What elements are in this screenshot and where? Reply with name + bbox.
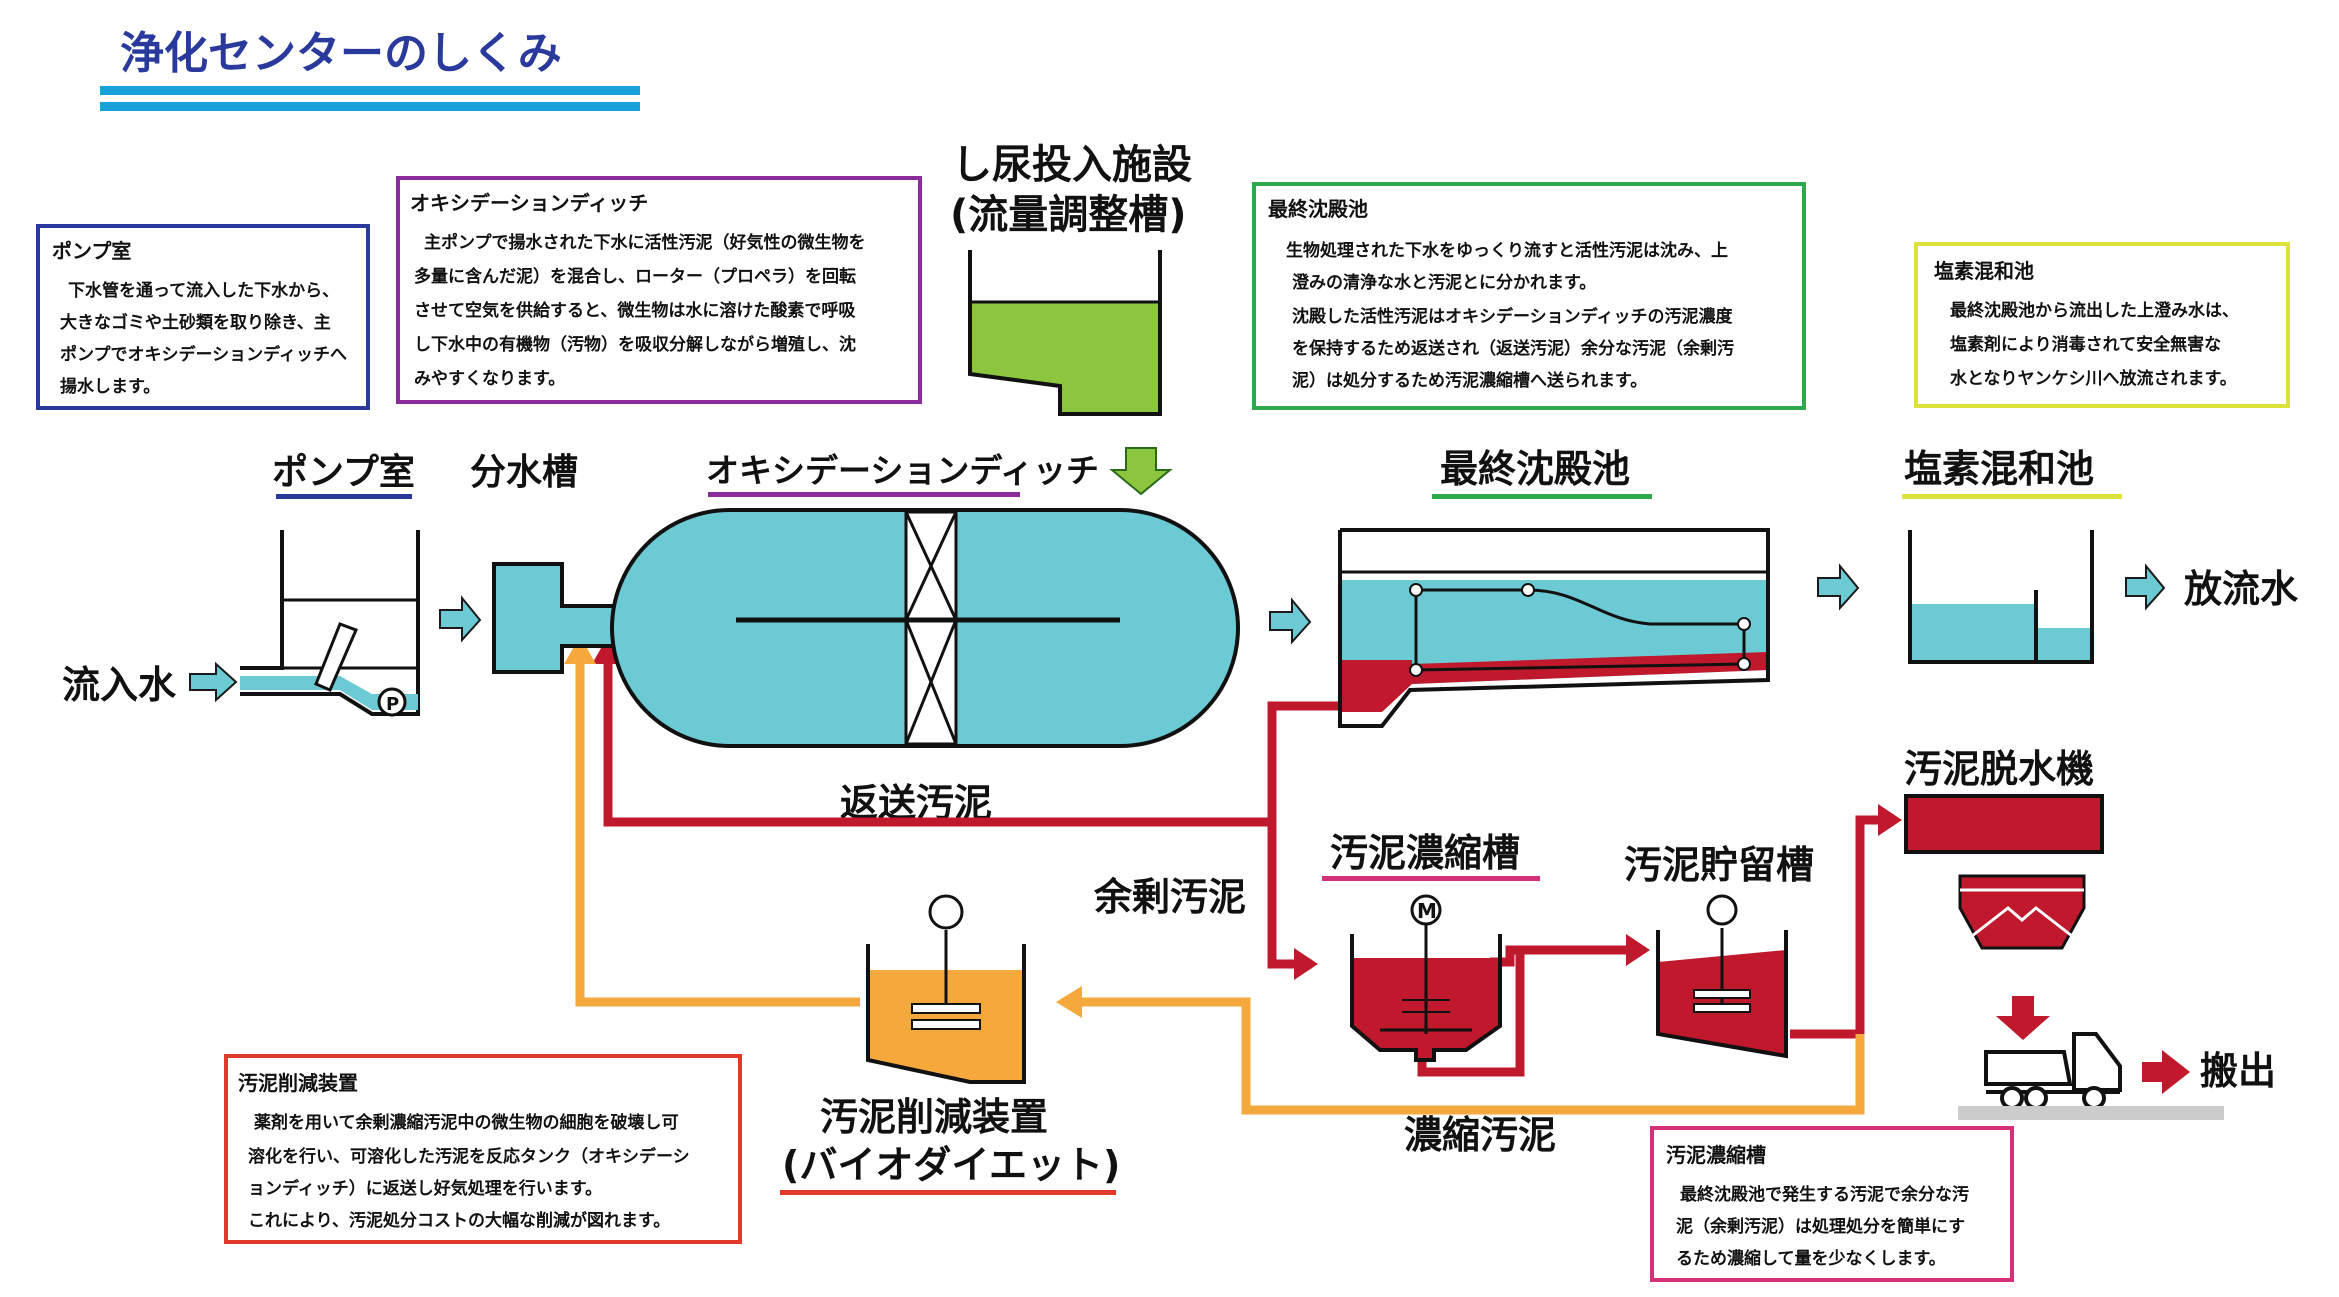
info-box-reduction-line: 溶化を行い、可溶化した汚泥を反応タンク（オキシデーシ xyxy=(248,1146,690,1167)
reduction-device xyxy=(866,894,1026,1084)
underline-ditch xyxy=(708,492,1020,497)
label-dewatering: 汚泥脱水機 xyxy=(1904,747,2094,791)
info-box-ditch-line: 多量に含んだ泥）を混合し、ローター（プロペラ）を回転 xyxy=(414,266,856,287)
label-thickened-sludge: 濃縮汚泥 xyxy=(1404,1113,1556,1157)
dump-truck-icon xyxy=(1958,1032,2224,1120)
agitator-icon xyxy=(928,894,964,930)
agitator-icon xyxy=(1706,894,1738,926)
info-box-chlorine-title: 塩素混和池 xyxy=(1934,259,2034,283)
label-distribution: 分水槽 xyxy=(470,452,578,493)
to-storage-arrowhead xyxy=(1626,934,1650,966)
right-arrow-icon xyxy=(2125,563,2166,611)
info-box-pump-line: ポンプでオキシデーションディッチへ xyxy=(60,344,347,365)
underline-chlorine xyxy=(1902,494,2122,499)
down-arrow-icon xyxy=(1996,996,2050,1040)
right-arrow-icon xyxy=(189,661,238,703)
to-reduction-arrowhead xyxy=(1056,986,1082,1018)
down-arrow-icon xyxy=(1109,447,1173,496)
thickened-sludge-line xyxy=(575,650,1865,1115)
label-excess-sludge: 余剰汚泥 xyxy=(1093,875,1246,919)
label-night-soil-2: (流量調整槽) xyxy=(950,192,1187,238)
info-box-chlorine-line: 塩素剤により消毒されて安全無害な xyxy=(1950,334,2221,355)
chlorine-tank xyxy=(1908,530,2094,664)
info-box-final-line: 沈殿した活性汚泥はオキシデーションディッチの汚泥濃度 xyxy=(1292,306,1733,327)
excess-sludge-arrowhead xyxy=(1294,948,1318,980)
info-box-chlorine-line: 水となりヤンケシ川へ放流されます。 xyxy=(1950,368,2237,389)
label-ditch: オキシデーションディッチ xyxy=(706,451,1099,490)
info-box-reduction-line: ョンディッチ）に返送し好気処理を行います。 xyxy=(248,1178,602,1199)
label-chlorine: 塩素混和池 xyxy=(1904,447,2094,491)
label-pump-room: ポンプ室 xyxy=(272,451,415,493)
label-storage: 汚泥貯留槽 xyxy=(1624,843,1814,887)
label-discharge: 放流水 xyxy=(2184,567,2299,611)
info-box-final-line: 泥）は処分するため汚泥濃縮槽へ送られます。 xyxy=(1292,370,1647,391)
label-night-soil-1: し尿投入施設 xyxy=(952,142,1192,188)
right-arrow-icon xyxy=(1269,597,1312,645)
info-box-reduction: 汚泥削減装置 薬剤を用いて余剰濃縮汚泥中の微生物の細胞を破壊し可 溶化を行い、可… xyxy=(224,1054,742,1244)
info-box-reduction-line: 薬剤を用いて余剰濃縮汚泥中の微生物の細胞を破壊し可 xyxy=(254,1112,679,1133)
pump-letter: P xyxy=(386,694,399,715)
pump-room-tank: P xyxy=(240,530,420,717)
to-ditch-arrowhead xyxy=(564,636,596,664)
label-reduction-1: 汚泥削減装置 xyxy=(820,1095,1048,1139)
info-box-final-line: 澄みの清浄な水と汚泥とに分かれます。 xyxy=(1292,272,1596,293)
underline-final-settling xyxy=(1432,494,1652,499)
info-box-final: 最終沈殿池 生物処理された下水をゆっくり流すと活性汚泥は沈み、上 澄みの清浄な水… xyxy=(1252,182,1806,410)
rotor-icon xyxy=(904,510,958,746)
title-underline-2 xyxy=(100,102,640,111)
info-box-ditch-line: みやすくなります。 xyxy=(414,369,565,389)
info-box-ditch-line: 主ポンプで揚水された下水に活性汚泥（好気性の微生物を xyxy=(424,232,866,253)
right-arrow-icon xyxy=(2142,1050,2190,1094)
info-box-pump-title: ポンプ室 xyxy=(52,239,131,263)
right-arrow-icon xyxy=(439,595,482,643)
motor-letter: M xyxy=(1417,899,1437,923)
thickener-tank: M xyxy=(1350,894,1502,1062)
right-arrow-icon xyxy=(1817,563,1860,611)
info-box-thickener: 汚泥濃縮槽 最終沈殿池で発生する汚泥で余分な汚 泥（余剰汚泥）は処理処分を簡単に… xyxy=(1650,1126,2014,1282)
info-box-chlorine: 塩素混和池 最終沈殿池から流出した上澄み水は、 塩素剤により消毒されて安全無害な… xyxy=(1914,242,2290,408)
label-thickener: 汚泥濃縮槽 xyxy=(1330,831,1520,875)
info-box-ditch-line: させて空気を供給すると、微生物は水に溶けた酸素で呼吸 xyxy=(414,300,856,321)
label-reduction-2: (バイオダイエット) xyxy=(782,1143,1120,1187)
label-carry-out: 搬出 xyxy=(2200,1049,2276,1093)
info-box-pump-line: 下水管を通って流入した下水から、 xyxy=(68,280,339,301)
night-soil-tank xyxy=(968,250,1173,496)
to-dewatering-arrowhead xyxy=(1878,804,1902,836)
final-settling-tank xyxy=(1338,528,1770,728)
info-box-final-line: 生物処理された下水をゆっくり流すと活性汚泥は沈み、上 xyxy=(1286,240,1728,261)
underline-reduction xyxy=(780,1190,1116,1195)
dewatering-machine xyxy=(1904,794,2104,1040)
label-inflow: 流入水 xyxy=(62,663,177,707)
info-box-pump: ポンプ室 下水管を通って流入した下水から、 大きなゴミや土砂類を取り除き、主 ポ… xyxy=(36,224,370,410)
page-title: 浄化センターのしくみ xyxy=(120,28,562,79)
screen-icon xyxy=(314,622,359,692)
info-box-reduction-title: 汚泥削減装置 xyxy=(238,1071,358,1095)
oxidation-ditch xyxy=(610,508,1240,748)
info-box-final-line: を保持するため返送され（返送汚泥）余分な汚泥（余剰汚 xyxy=(1292,338,1734,359)
info-box-thickener-line: るため濃縮して量を少なくします。 xyxy=(1676,1248,1946,1269)
info-box-ditch-line: し下水中の有機物（汚物）を吸収分解しながら増殖し、沈 xyxy=(414,334,856,355)
info-box-pump-line: 大きなゴミや土砂類を取り除き、主 xyxy=(60,312,331,333)
storage-tank xyxy=(1656,894,1788,1059)
pump-icon xyxy=(377,687,407,717)
water-flow-arrows xyxy=(189,563,2166,703)
underline-pump-room xyxy=(276,494,412,499)
info-box-ditch-title: オキシデーションディッチ xyxy=(410,191,648,215)
info-box-thickener-title: 汚泥濃縮槽 xyxy=(1666,1143,1766,1167)
info-box-ditch: オキシデーションディッチ 主ポンプで揚水された下水に活性汚泥（好気性の微生物を … xyxy=(396,176,922,404)
label-final-settling: 最終沈殿池 xyxy=(1440,447,1630,491)
info-box-final-title: 最終沈殿池 xyxy=(1268,197,1368,221)
info-box-reduction-line: これにより、汚泥処分コストの大幅な削減が図れます。 xyxy=(248,1210,670,1231)
motor-icon xyxy=(1410,894,1442,926)
info-box-pump-line: 揚水します。 xyxy=(60,376,160,397)
title-underline-1 xyxy=(100,86,640,95)
info-box-chlorine-line: 最終沈殿池から流出した上澄み水は、 xyxy=(1950,300,2239,321)
info-box-thickener-line: 最終沈殿池で発生する汚泥で余分な汚 xyxy=(1680,1184,1969,1205)
info-box-thickener-line: 泥（余剰汚泥）は処理処分を簡単にす xyxy=(1676,1216,1965,1237)
underline-thickener xyxy=(1322,876,1540,881)
scraper-chain-icon xyxy=(1414,588,1746,672)
